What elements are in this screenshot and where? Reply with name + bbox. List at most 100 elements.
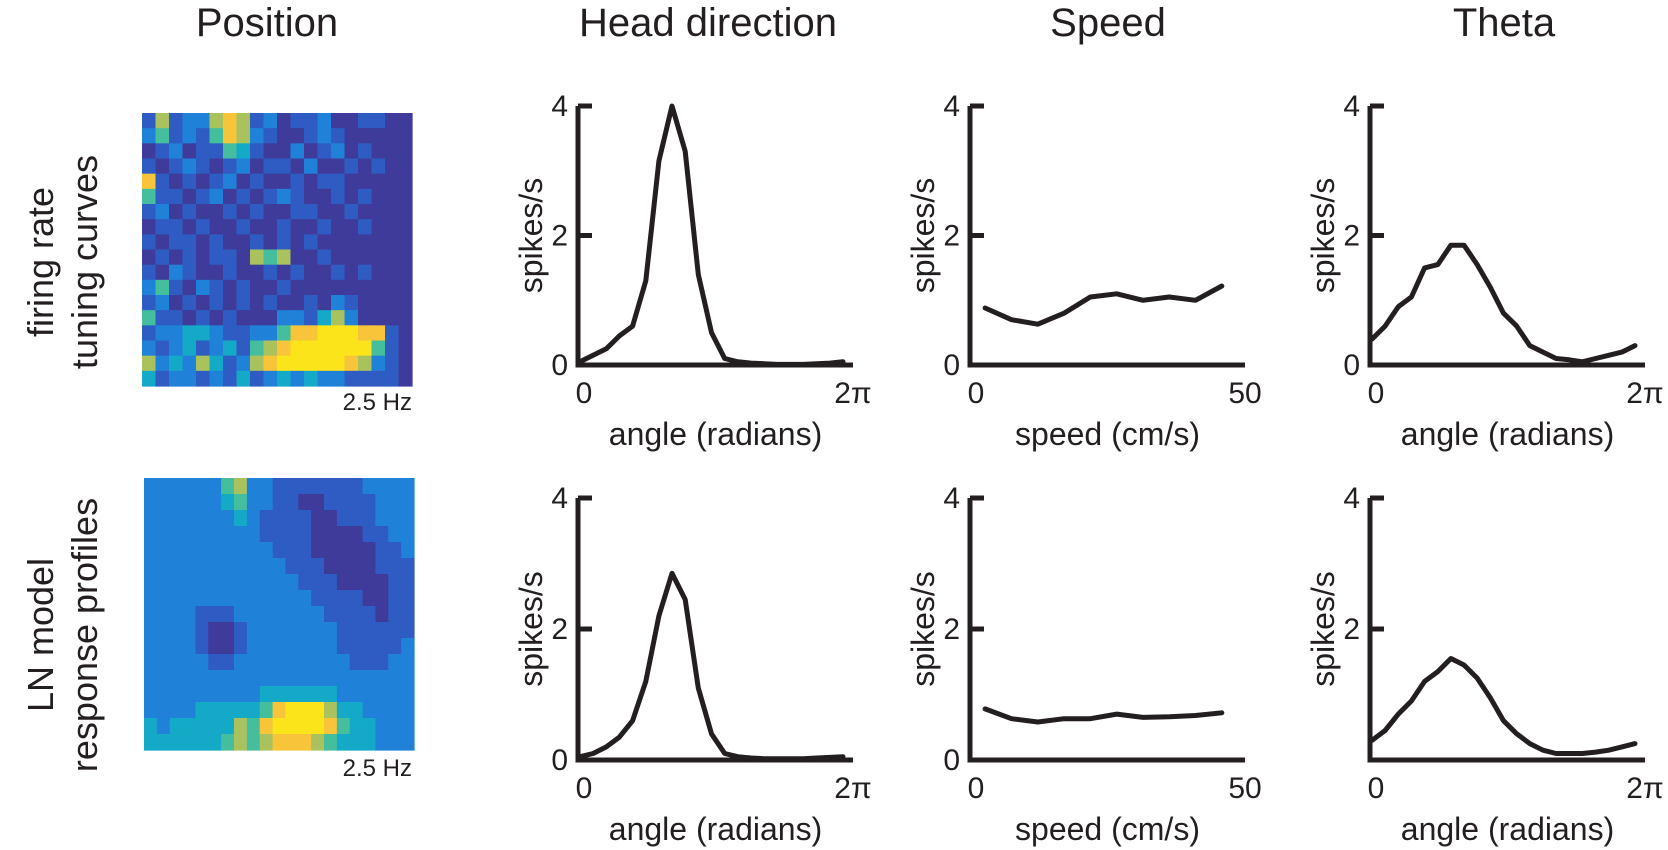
heatmap-cell xyxy=(182,638,197,655)
heatmap-cell xyxy=(155,113,170,129)
heatmap-cell xyxy=(182,510,197,527)
heatmap-cell xyxy=(250,234,265,251)
heatmap-cell xyxy=(209,128,224,144)
heatmap-cell xyxy=(371,325,386,342)
heatmap-cell xyxy=(290,204,305,220)
heatmap-cell xyxy=(398,173,413,190)
heatmap-cell xyxy=(358,279,373,296)
heatmap-cell xyxy=(182,143,197,160)
heatmap-cell xyxy=(208,526,222,543)
row-label-bottom-line2: response profiles xyxy=(64,498,105,772)
heatmap-cell xyxy=(196,204,211,220)
heatmap-cell xyxy=(223,264,238,281)
heatmap-cell xyxy=(336,542,351,559)
heatmap-cell xyxy=(182,340,197,357)
heatmap-cell xyxy=(362,590,377,607)
heatmap-cell xyxy=(169,638,184,655)
heatmap-cell xyxy=(234,606,248,623)
heatmap-cell xyxy=(324,718,338,735)
heatmap-cell xyxy=(336,622,351,639)
heatmap-cell xyxy=(246,654,261,671)
heatmap-cell xyxy=(385,295,400,311)
heatmap-cell xyxy=(236,249,251,266)
x-axis-label: speed (cm/s) xyxy=(1015,811,1200,847)
heatmap-cell xyxy=(317,219,332,235)
heatmap-cell xyxy=(272,574,287,591)
heatmap-cell xyxy=(236,310,251,326)
heatmap-cell xyxy=(250,325,265,342)
heatmap-cell xyxy=(195,702,209,719)
heatmap-cell xyxy=(221,510,235,527)
heatmap-cell xyxy=(196,128,211,144)
heatmap-cell xyxy=(209,370,224,387)
heatmap-cell xyxy=(169,526,184,543)
heatmap-cell xyxy=(144,542,158,559)
heatmap-cell xyxy=(182,622,197,639)
heatmap-cell xyxy=(375,590,389,607)
heatmap-cell xyxy=(169,279,184,296)
heatmap-cell xyxy=(398,204,413,220)
heatmap-cell xyxy=(277,355,292,372)
heatmap-cell xyxy=(142,234,157,251)
heatmap-cell xyxy=(195,622,209,639)
heatmap-cell xyxy=(263,310,278,326)
heatmap-cell xyxy=(234,702,248,719)
heatmap-cell xyxy=(234,670,248,687)
heatmap-cell xyxy=(277,113,292,129)
y-tick-label: 4 xyxy=(943,482,960,515)
heatmap-cell xyxy=(344,113,359,129)
heatmap-cell xyxy=(208,606,222,623)
heatmap-cell xyxy=(169,734,184,751)
heatmap-cell xyxy=(169,370,184,387)
heatmap-cell xyxy=(142,128,157,144)
heatmap-cell xyxy=(246,510,261,527)
heatmap-cell xyxy=(324,510,338,527)
heatmap-cell xyxy=(236,279,251,296)
x-tick-label: 0 xyxy=(968,377,985,410)
heatmap-cell xyxy=(398,128,413,144)
heatmap-cell xyxy=(223,310,238,326)
heatmap-cell xyxy=(324,558,338,575)
heatmap-cell xyxy=(234,494,248,511)
heatmap-cell xyxy=(236,264,251,281)
heatmap-cell xyxy=(358,264,373,281)
heatmap-cell xyxy=(196,188,211,205)
heatmap-cell xyxy=(311,510,325,527)
heatmap-cell xyxy=(317,143,332,160)
heatmap-cell xyxy=(169,143,184,160)
heatmap-cell xyxy=(182,702,197,719)
heatmap-cell xyxy=(311,590,325,607)
heatmap-cell xyxy=(277,249,292,266)
heatmap-cell xyxy=(388,718,402,735)
x-tick-label: 0 xyxy=(968,772,985,805)
heatmap-cell xyxy=(169,510,184,527)
heatmap-cell xyxy=(285,702,299,719)
heatmap-cell xyxy=(285,606,299,623)
heatmap-cell xyxy=(362,574,377,591)
heatmap-cell xyxy=(142,249,157,266)
heatmap-cell xyxy=(388,574,402,591)
heatmap-cell xyxy=(388,542,402,559)
heatmap-cell xyxy=(311,734,325,751)
heatmap-cell xyxy=(304,219,319,235)
heatmap-cell xyxy=(285,622,299,639)
heatmap-cell xyxy=(375,718,389,735)
heatmap-cell xyxy=(250,128,265,144)
heatmap-cell xyxy=(331,279,346,296)
heatmap-cell xyxy=(169,478,184,495)
heatmap-cell xyxy=(324,702,338,719)
heatmap-cell xyxy=(317,264,332,281)
heatmap-cell xyxy=(371,355,386,372)
heatmap-cell xyxy=(223,219,238,235)
heatmap-cell xyxy=(169,249,184,266)
heatmap-cell xyxy=(144,558,158,575)
heatmap-cell xyxy=(263,279,278,296)
heatmap-cell xyxy=(331,234,346,251)
y-tick-label: 0 xyxy=(551,744,568,777)
heatmap-cell xyxy=(375,558,389,575)
heatmap-cell xyxy=(298,670,312,687)
heatmap-cell xyxy=(223,249,238,266)
heatmap-cell xyxy=(298,734,312,751)
heatmap-cell xyxy=(169,574,184,591)
